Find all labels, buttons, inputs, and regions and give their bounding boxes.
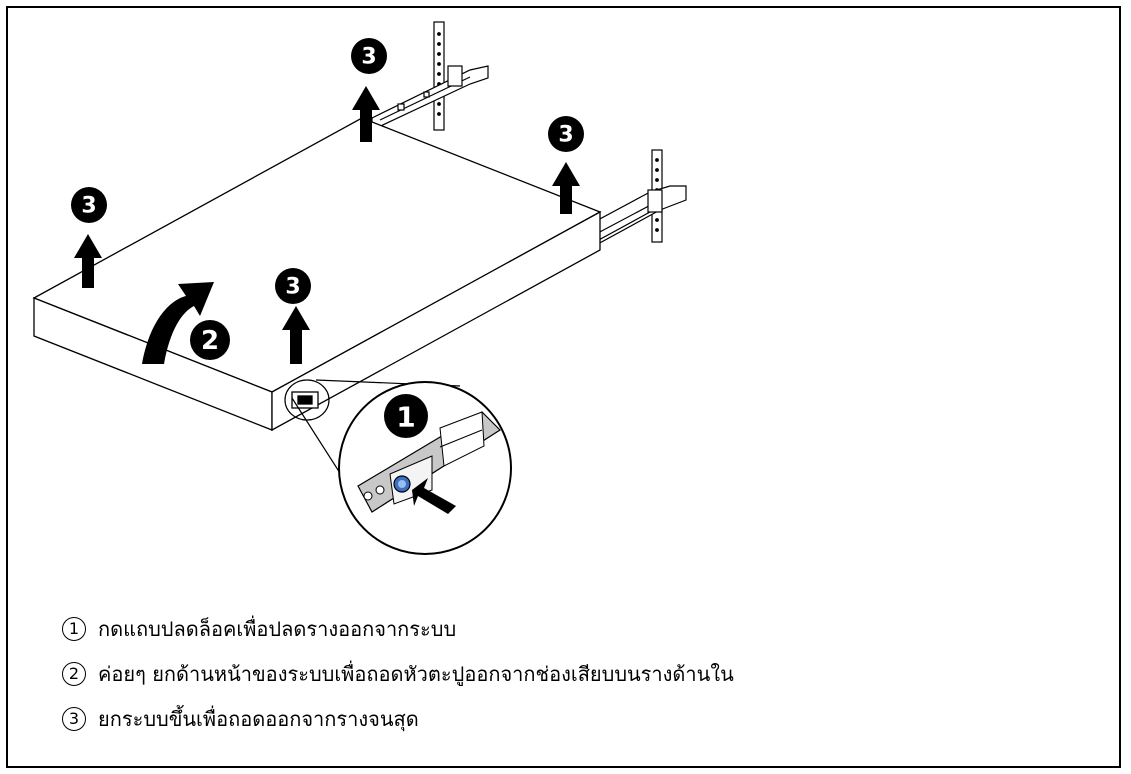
step-2: 2 ค่อยๆ ยกด้านหน้าของระบบเพื่อถอดหัวตะปู… — [62, 657, 1102, 691]
callout-3-badge: 3 — [548, 116, 584, 152]
step-text: กดแถบปลดล็อคเพื่อปลดรางออกจากระบบ — [98, 617, 457, 641]
detail-circle — [338, 381, 512, 555]
press-arrow-icon — [412, 478, 456, 514]
step-text: ค่อยๆ ยกด้านหน้าของระบบเพื่อถอดหัวตะปูออ… — [98, 662, 734, 686]
step-number: 1 — [62, 617, 86, 641]
svg-text:1: 1 — [396, 401, 415, 434]
step-number: 2 — [62, 662, 86, 686]
step-number: 3 — [62, 707, 86, 731]
curved-arrow-icon — [142, 282, 214, 364]
svg-text:3: 3 — [81, 194, 96, 219]
svg-text:2: 2 — [201, 326, 219, 356]
up-arrow-icons — [74, 86, 580, 364]
server-rail-removal-illustration: 1 2 3 3 3 3 — [32, 21, 687, 555]
callout-2-badge: 2 — [190, 320, 230, 360]
server-chassis — [32, 117, 602, 432]
svg-text:3: 3 — [285, 275, 300, 300]
step-text: ยกระบบขึ้นเพื่อถอดออกจากรางจนสุด — [98, 707, 419, 731]
callout-3-badge: 3 — [351, 38, 387, 74]
callout-3-badge: 3 — [71, 187, 107, 223]
rear-rail — [371, 65, 489, 131]
svg-text:3: 3 — [558, 123, 573, 148]
callout-3-badge: 3 — [275, 268, 311, 304]
rear-rack-post — [433, 21, 445, 131]
step-3: 3 ยกระบบขึ้นเพื่อถอดออกจากรางจนสุด — [62, 702, 1102, 736]
step-captions: 1 กดแถบปลดล็อคเพื่อปลดรางออกจากระบบ 2 ค่… — [62, 612, 1102, 747]
svg-text:3: 3 — [361, 45, 376, 70]
step-1: 1 กดแถบปลดล็อคเพื่อปลดรางออกจากระบบ — [62, 612, 1102, 646]
callout-1-badge: 1 — [384, 394, 428, 438]
